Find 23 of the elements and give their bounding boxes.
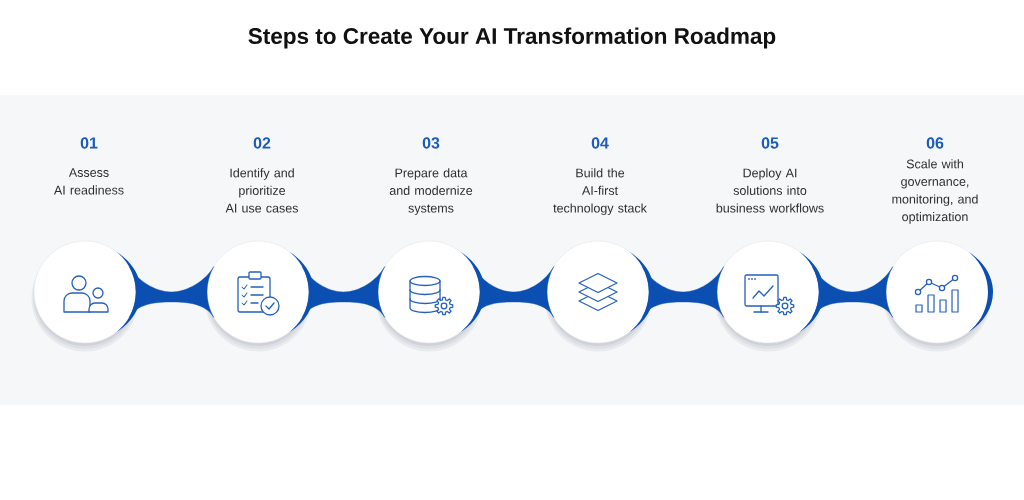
step-circle: [375, 240, 483, 352]
step-number: 01: [80, 137, 98, 149]
connector-band: [473, 266, 555, 318]
step-circle: [31, 240, 139, 352]
step-caption: Assess AI readiness: [53, 168, 124, 195]
connector-band: [128, 266, 215, 318]
step-circle: [883, 240, 991, 352]
step-number: 04: [591, 137, 609, 149]
step-number: 06: [926, 137, 944, 149]
connector-band: [301, 266, 386, 318]
step-number: 03: [422, 137, 440, 149]
step-caption: Deploy AI solutions into business workflows: [716, 168, 824, 213]
step-caption: Scale with governance, monitoring, and optimization: [892, 159, 978, 224]
step-circle: [714, 240, 822, 352]
connector-band: [641, 266, 725, 318]
step-caption: Build the AI-first technology stack: [553, 168, 647, 216]
step-circle: [204, 240, 312, 352]
title: Steps to Create Your AI Transformation Roadmap: [248, 27, 776, 49]
step-caption: Prepare data and modernize systems: [389, 168, 473, 216]
step-caption: Identify and prioritize AI use cases: [225, 168, 298, 213]
connector-band: [811, 266, 894, 318]
step-number: 05: [761, 137, 779, 149]
step-number: 02: [253, 137, 271, 149]
